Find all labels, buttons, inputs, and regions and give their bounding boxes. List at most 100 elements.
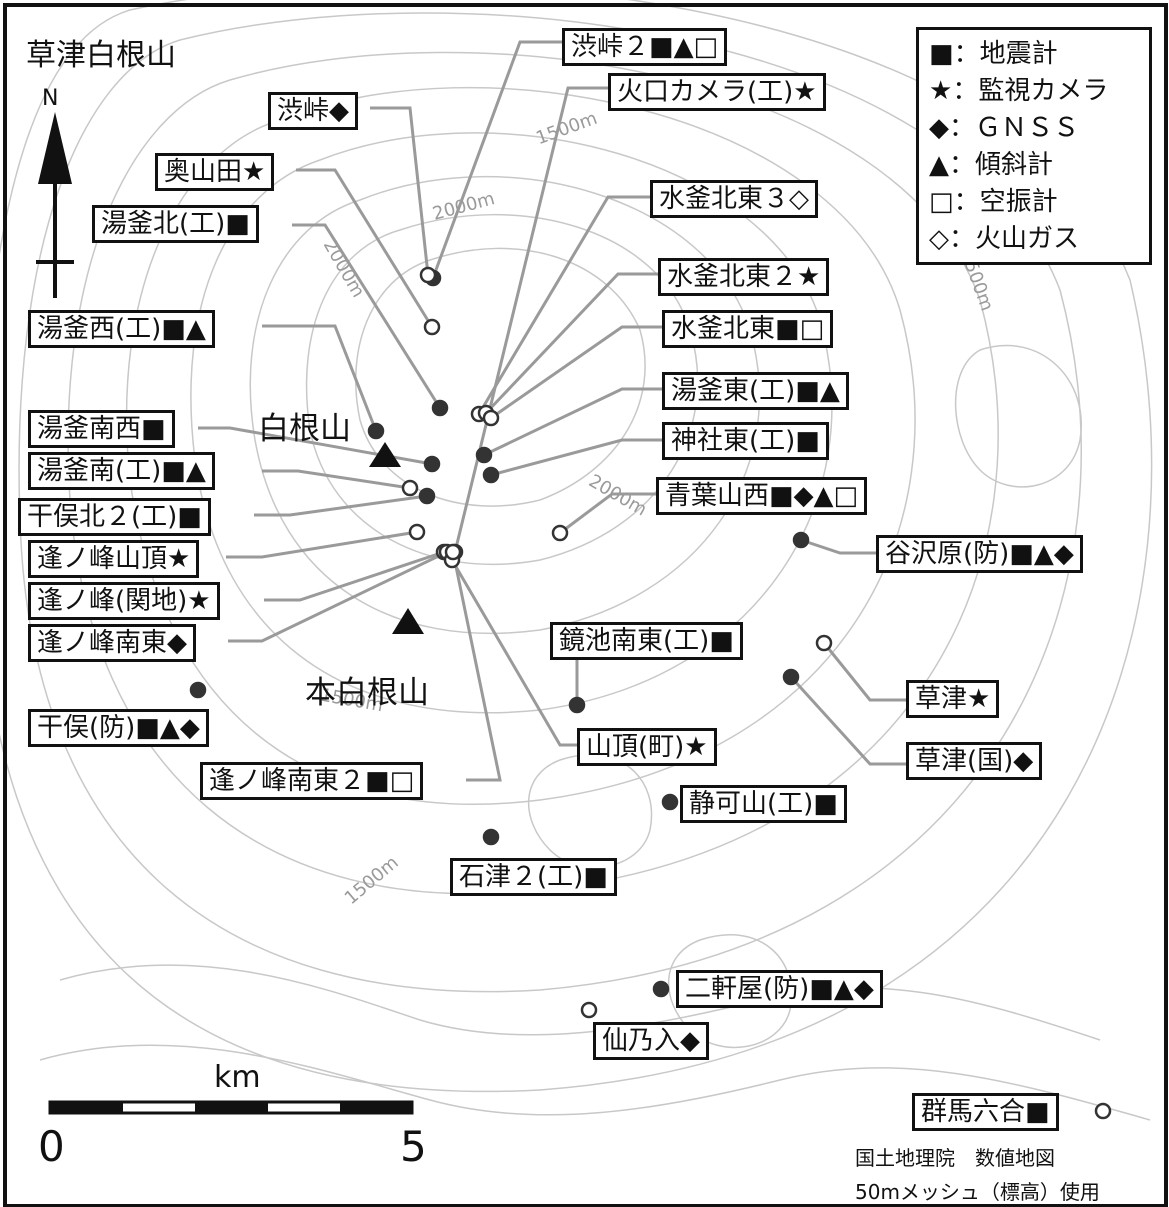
station-dot	[580, 1001, 598, 1019]
station-dots	[189, 266, 1112, 1120]
legend-row-infrasound: □：空振計	[929, 184, 1139, 221]
station-label: 逢ノ峰(関地)★	[28, 582, 220, 620]
station-dot	[551, 524, 569, 542]
station-label: 草津★	[906, 680, 1000, 718]
leader-line	[453, 86, 608, 553]
station-dot	[1094, 1102, 1112, 1120]
station-label: 湯釜南西■	[28, 410, 175, 448]
station-label: 仙乃入◆	[593, 1022, 709, 1060]
station-label: 奥山田★	[155, 153, 275, 191]
station-dot	[475, 446, 493, 464]
scale-start: 0	[38, 1122, 65, 1171]
legend-separator: ：	[952, 76, 979, 106]
leader-line	[431, 40, 562, 279]
contour-line	[0, 0, 1153, 1093]
legend-separator: ：	[953, 39, 980, 69]
contour-line	[668, 934, 793, 1049]
station-dot	[482, 828, 500, 846]
station-label: 群馬六合■	[912, 1093, 1059, 1131]
leader-line	[559, 492, 656, 535]
contour-line	[355, 247, 646, 507]
contour-line	[249, 175, 761, 635]
legend-symbol: ◇	[929, 224, 949, 254]
station-label: 鏡池南東(工)■	[550, 622, 743, 660]
scale-unit: km	[214, 1060, 261, 1095]
station-label: 干俣北２(工)■	[18, 498, 211, 536]
legend-row-tiltmeter: ▲：傾斜計	[929, 147, 1139, 184]
contour-line	[190, 132, 833, 714]
leader-line	[254, 494, 428, 517]
leader-line	[490, 325, 662, 420]
shirane-triangle	[369, 442, 401, 467]
station-label: 神社東(工)■	[662, 422, 829, 460]
contour-line	[59, 964, 1101, 1041]
station-label: 静可山(工)■	[680, 785, 847, 823]
legend-separator: ：	[949, 224, 976, 254]
legend-separator: ：	[953, 187, 980, 217]
leader-line	[477, 195, 650, 415]
station-dot	[444, 543, 462, 561]
station-dot	[423, 455, 441, 473]
station-dot	[408, 523, 426, 541]
leader-line	[451, 551, 502, 782]
station-label: 谷沢原(防)■▲◆	[876, 535, 1083, 573]
peak-label-shirane: 白根山	[258, 411, 351, 447]
motoshirane-triangle	[392, 608, 424, 634]
station-dot	[423, 318, 441, 336]
station-dot	[418, 487, 436, 505]
legend-row-camera: ★：監視カメラ	[929, 73, 1139, 110]
station-label: 火口カメラ(工)★	[608, 73, 826, 111]
station-label: 山頂(町)★	[577, 728, 717, 766]
scale-end: 5	[400, 1122, 427, 1171]
legend-label: 空振計	[979, 187, 1058, 217]
peak-triangles	[369, 442, 424, 634]
leader-line	[262, 324, 378, 432]
leader-line	[264, 550, 445, 602]
station-dot	[189, 681, 207, 699]
leader-lines	[198, 40, 906, 782]
station-label: 干俣(防)■▲◆	[28, 709, 209, 747]
station-label: 二軒屋(防)■▲◆	[676, 970, 883, 1008]
station-label: 渋峠◆	[268, 92, 358, 130]
leader-line	[370, 106, 430, 276]
station-label: 渋峠２■▲□	[562, 28, 728, 66]
station-dot	[401, 479, 419, 497]
leader-line	[198, 426, 433, 466]
station-label: 石津２(工)■	[450, 858, 617, 896]
station-dot	[367, 422, 385, 440]
leader-line	[296, 168, 434, 328]
legend-symbol: ▲	[929, 150, 949, 180]
leader-line	[262, 469, 411, 490]
station-dot	[792, 531, 810, 549]
station-label: 水釜北東３◇	[650, 180, 818, 218]
station-label: 湯釜南(工)■▲	[28, 452, 215, 490]
legend-row-seismometer: ■：地震計	[929, 36, 1139, 73]
legend-symbol: ■	[929, 39, 954, 69]
legend-label: 火山ガス	[975, 224, 1080, 254]
legend-row-gnss: ◆：ＧＮＳＳ	[929, 110, 1139, 147]
station-dot	[652, 980, 670, 998]
scale-bar	[48, 1100, 414, 1115]
legend-label: 地震計	[979, 39, 1058, 69]
legend-symbol: □	[929, 187, 954, 217]
legend-label: 監視カメラ	[978, 76, 1109, 106]
north-label: N	[42, 86, 59, 111]
contour-line	[305, 213, 699, 566]
station-dot	[815, 634, 833, 652]
leader-line	[789, 675, 906, 766]
contour-line	[39, 1044, 1151, 1121]
leader-line	[226, 530, 418, 559]
station-dot	[568, 696, 586, 714]
legend-label: ＧＮＳＳ	[975, 113, 1080, 143]
station-label: 湯釜西(工)■▲	[28, 310, 215, 348]
leader-line	[800, 538, 876, 555]
station-dot	[482, 466, 500, 484]
contour-line	[125, 86, 916, 805]
leader-line	[484, 272, 658, 415]
station-label: 逢ノ峰山頂★	[28, 540, 200, 578]
station-label: 逢ノ峰南東２■□	[200, 762, 424, 800]
leader-line	[483, 387, 662, 457]
station-dot	[431, 399, 449, 417]
map-title: 草津白根山	[26, 38, 176, 73]
